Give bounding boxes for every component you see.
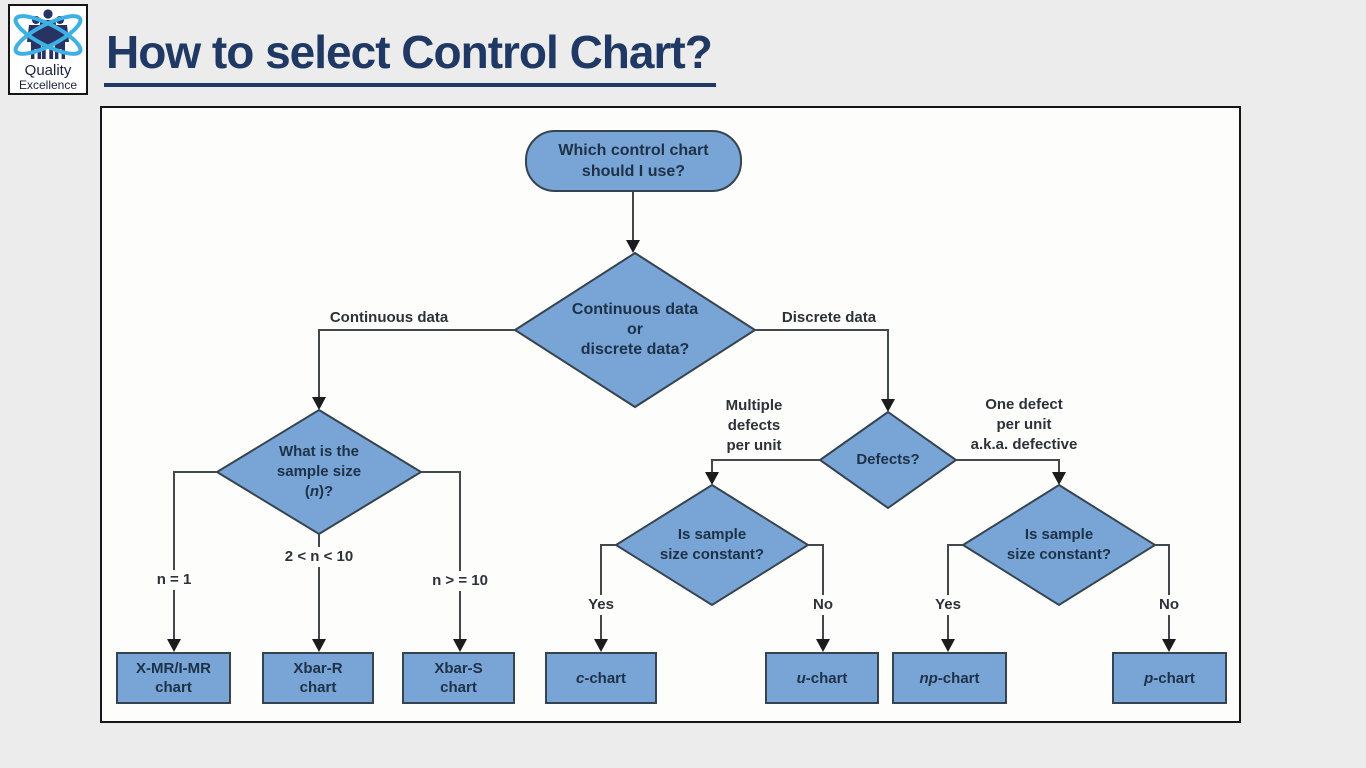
edge-label-continuous: Continuous data xyxy=(326,308,452,328)
arrowhead-into-p-chart xyxy=(1162,639,1176,652)
edge-label-left-no: No xyxy=(810,595,836,615)
arrowhead-into-constant-right xyxy=(1052,472,1066,485)
diamond-shape xyxy=(820,412,956,508)
result-box-p-chart: p-chart xyxy=(1112,652,1227,704)
connector-left-no-horizontal xyxy=(808,544,823,546)
arrowhead-into-datatype xyxy=(626,240,640,253)
connector-discrete-down xyxy=(887,329,889,399)
decision-data-type-label: Continuous data or discrete data? xyxy=(571,301,699,358)
np-chart-rest: -chart xyxy=(937,669,980,687)
connector-n10-down xyxy=(459,471,461,639)
connector-n10-horizontal xyxy=(421,471,460,473)
page-title: How to select Control Chart? xyxy=(104,26,716,87)
arrowhead-into-np-chart xyxy=(941,639,955,652)
logo-text-quality: Quality xyxy=(24,62,72,79)
connector-right-no-horizontal xyxy=(1155,544,1170,546)
connector-n2-10-down xyxy=(318,534,320,639)
edge-label-right-no: No xyxy=(1156,595,1182,615)
u-chart-italic: u xyxy=(796,669,806,687)
decision-constant-right: Is sample size constant? xyxy=(963,485,1155,605)
decision-defects-label: Defects? xyxy=(856,451,920,468)
arrowhead-into-xmr xyxy=(167,639,181,652)
node-start: Which control chart should I use? xyxy=(525,130,742,192)
arrowhead-into-xbar-s xyxy=(453,639,467,652)
connector-discrete-horizontal xyxy=(755,329,888,331)
flowchart-panel: Which control chart should I use? Contin… xyxy=(100,106,1241,723)
connector-left-yes-horizontal xyxy=(601,544,616,546)
c-chart-italic: c xyxy=(575,669,585,687)
decision-data-type: Continuous data or discrete data? xyxy=(515,253,755,407)
edge-label-one-defect: One defect per unit a.k.a. defective xyxy=(967,395,1081,455)
diamond-shape xyxy=(616,485,808,605)
sample-size-line2: sample size xyxy=(276,463,362,480)
edge-label-right-yes: Yes xyxy=(932,595,964,615)
edge-label-discrete: Discrete data xyxy=(778,308,880,328)
arrowhead-into-samplesize xyxy=(312,397,326,410)
connector-continuous-horizontal xyxy=(319,329,515,331)
connector-n1-horizontal xyxy=(174,471,217,473)
connector-right-yes-down xyxy=(947,544,949,639)
u-chart-rest: -chart xyxy=(805,669,848,687)
connector-n1-down xyxy=(173,471,175,639)
p-chart-rest: -chart xyxy=(1153,669,1195,687)
result-box-xbar-s-chart: Xbar-S chart xyxy=(402,652,515,704)
arrowhead-into-c-chart xyxy=(594,639,608,652)
decision-constant-left-label: Is sample size constant? xyxy=(659,526,765,563)
logo-text-excellence: Excellence xyxy=(18,78,78,92)
connector-one-defect-down xyxy=(1058,459,1060,472)
connector-left-yes-down xyxy=(600,544,602,639)
diamond-shape xyxy=(515,253,755,407)
connector-right-yes-horizontal xyxy=(948,544,963,546)
decision-constant-left: Is sample size constant? xyxy=(616,485,808,605)
connector-one-defect-horizontal xyxy=(956,459,1059,461)
decision-sample-size-label: What is the sample size (n)? xyxy=(217,410,421,534)
result-box-c-chart: c-chart xyxy=(545,652,657,704)
p-chart-italic: p xyxy=(1144,669,1154,687)
edge-label-left-yes: Yes xyxy=(585,595,617,615)
result-box-xbar-r-chart: Xbar-R chart xyxy=(262,652,374,704)
connector-left-no-down xyxy=(822,544,824,639)
edge-label-n-eq-1: n = 1 xyxy=(153,570,195,590)
edge-label-n-2-10: 2 < n < 10 xyxy=(281,547,357,567)
connector-right-no-down xyxy=(1168,544,1170,639)
sample-size-paren-close: )? xyxy=(319,483,334,500)
result-box-u-chart: u-chart xyxy=(765,652,879,704)
logo-people-atom-icon xyxy=(13,9,83,59)
decision-sample-size: What is the sample size (n)? xyxy=(217,410,421,534)
connector-continuous-down xyxy=(318,329,320,397)
diamond-shape xyxy=(963,485,1155,605)
sample-size-paren-open: ( xyxy=(304,483,310,500)
decision-constant-right-label: Is sample size constant? xyxy=(1006,526,1112,563)
result-box-np-chart: np-chart xyxy=(892,652,1007,704)
arrowhead-into-xbar-r xyxy=(312,639,326,652)
connector-start-down xyxy=(632,192,634,240)
arrowhead-into-u-chart xyxy=(816,639,830,652)
connector-multiple-down xyxy=(711,459,713,472)
edge-label-n-ge-10: n > = 10 xyxy=(429,571,491,591)
result-box-xmr-chart: X-MR/I-MR chart xyxy=(116,652,231,704)
quality-excellence-logo: Quality Excellence xyxy=(8,4,88,95)
connector-multiple-horizontal xyxy=(712,459,820,461)
sample-size-n: n xyxy=(309,483,319,500)
decision-defects: Defects? xyxy=(820,412,956,508)
np-chart-italic: np xyxy=(919,669,938,687)
c-chart-rest: -chart xyxy=(584,669,627,687)
edge-label-multiple-defects: Multiple defects per unit xyxy=(722,396,786,456)
sample-size-line1: What is the xyxy=(278,443,359,460)
arrowhead-into-defects xyxy=(881,399,895,412)
arrowhead-into-constant-left xyxy=(705,472,719,485)
